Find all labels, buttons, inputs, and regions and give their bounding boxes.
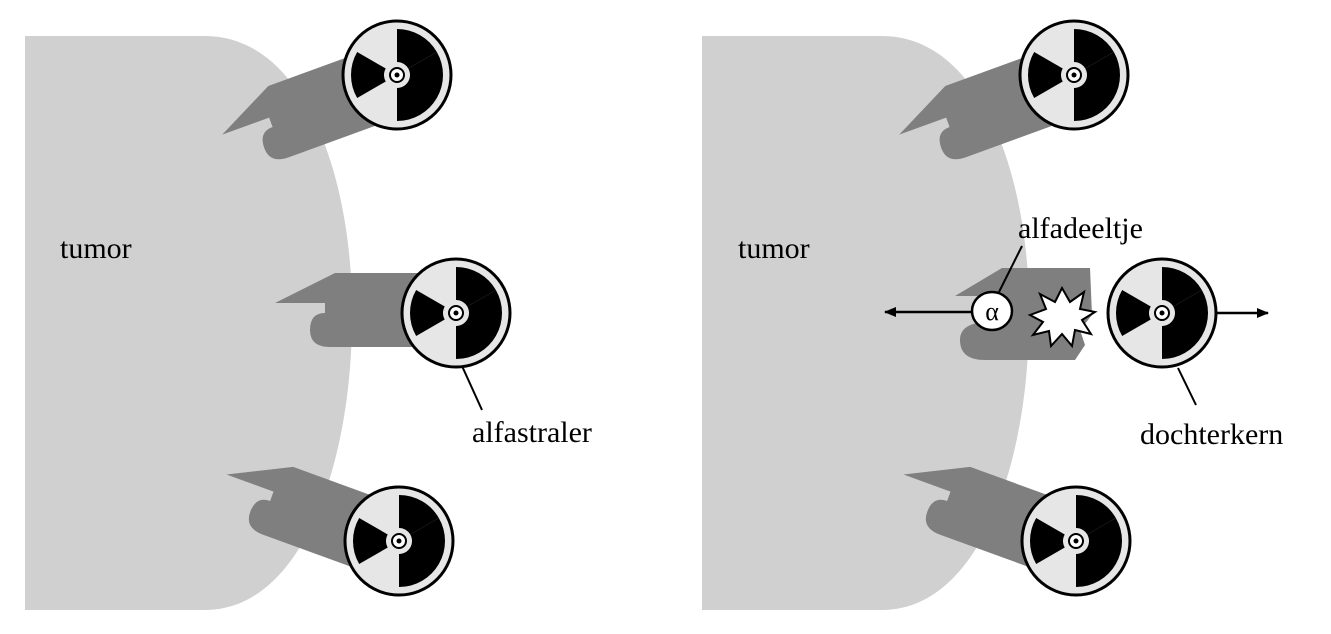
tumor-shape-left xyxy=(25,36,353,610)
emitter-pointer-line xyxy=(461,365,483,411)
alpha-particle xyxy=(970,290,1014,332)
tumor-label-right: tumor xyxy=(738,232,810,265)
tumor-label-left: tumor xyxy=(60,232,132,265)
particle-label: alfadeeltje xyxy=(1018,212,1143,245)
right-panel: α tumor alfadeeltje dochterkern xyxy=(702,19,1283,610)
particle-pointer-line xyxy=(998,245,1023,293)
alpha-particle-symbol: α xyxy=(985,297,999,326)
daughter-label: dochterkern xyxy=(1140,418,1283,451)
emitter-label: alfastraler xyxy=(472,416,592,449)
daughter-pointer-line xyxy=(1177,367,1197,406)
left-panel: tumor alfastraler xyxy=(25,19,592,610)
radiation-trefoil-icon xyxy=(1100,257,1224,373)
tumor-shape-right xyxy=(702,36,1030,610)
explosion-burst-icon xyxy=(1027,285,1098,349)
